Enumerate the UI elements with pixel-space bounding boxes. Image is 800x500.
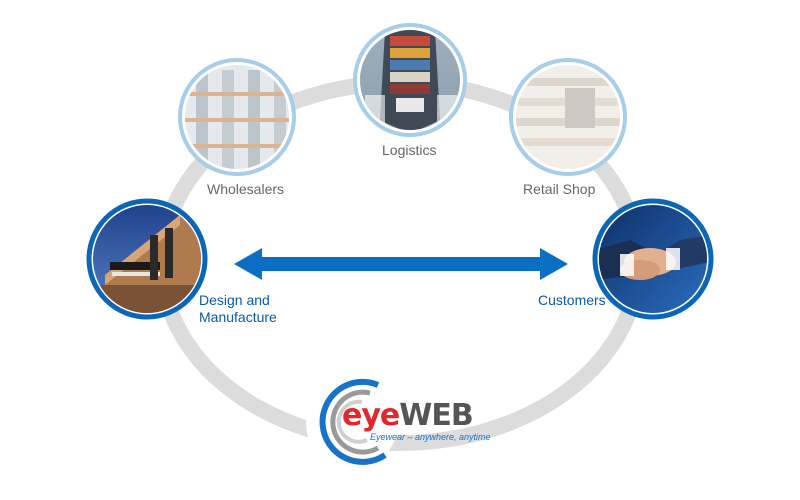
two-way-arrow-icon [234, 248, 568, 280]
wholesalers-label: Wholesalers [207, 181, 285, 197]
wholesalers-node [178, 58, 296, 176]
logo-web-text: WEB [399, 398, 473, 433]
container-ship-photo-icon [360, 30, 460, 130]
logo-tagline: Eyewear – anywhere, anytime [370, 432, 491, 442]
customers-node [592, 198, 714, 320]
logistics-node [353, 23, 467, 137]
shop-shelves-photo-icon [516, 65, 620, 169]
retail-shop-label: Retail Shop [523, 181, 596, 197]
eyeweb-logo-icon [306, 377, 398, 469]
factory-building-photo-icon [93, 205, 201, 313]
retail-shop-node [509, 58, 627, 176]
handshake-photo-icon [599, 205, 707, 313]
warehouse-photo-icon [185, 65, 289, 169]
logo-eye-text: eye [342, 398, 400, 433]
logo-wordmark: eyeWEB [342, 398, 474, 433]
design-label-line2: Manufacture [199, 309, 277, 325]
customers-label: Customers [538, 292, 606, 308]
design-manufacture-node [86, 198, 208, 320]
design-label-line1: Design and [199, 292, 270, 308]
logistics-label: Logistics [382, 142, 437, 158]
